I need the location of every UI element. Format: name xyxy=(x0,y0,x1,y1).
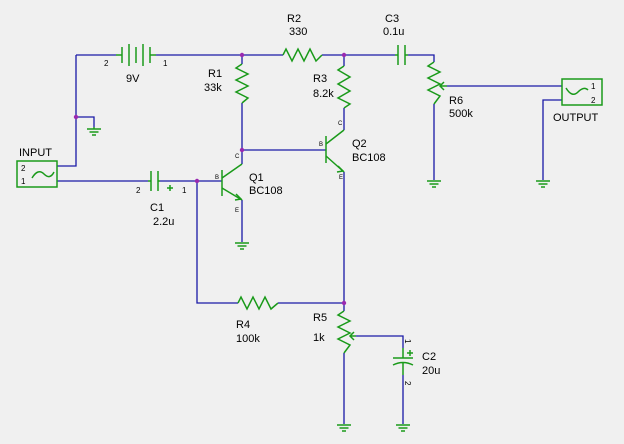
c1-ref: C1 xyxy=(150,202,164,214)
capacitor-c2[interactable]: 1 2 C2 20u xyxy=(392,339,440,386)
r4-value: 100k xyxy=(236,333,260,345)
q2-value: BC108 xyxy=(352,152,386,164)
battery-pin-2: 2 xyxy=(104,59,109,68)
r1-value: 33k xyxy=(204,82,222,94)
junction-dot xyxy=(341,52,347,58)
r5-ref: R5 xyxy=(313,312,327,324)
q1-pin-c: C xyxy=(235,154,240,160)
ground-icon xyxy=(396,424,410,432)
c1-pin-1: 1 xyxy=(182,186,187,195)
transistor-q1[interactable]: B C E Q1 BC108 xyxy=(215,154,283,214)
wire xyxy=(542,99,562,180)
input-pin-2: 2 xyxy=(21,164,26,173)
resistor-r3[interactable]: R3 8.2k xyxy=(313,65,352,109)
wire xyxy=(76,116,95,127)
c3-ref: C3 xyxy=(385,13,399,25)
output-label: OUTPUT xyxy=(553,112,599,124)
c2-pin-2: 2 xyxy=(403,381,412,386)
ground-icon xyxy=(235,242,249,250)
q1-ref: Q1 xyxy=(249,172,264,184)
q1-pin-e: E xyxy=(235,208,239,214)
c3-value: 0.1u xyxy=(383,26,404,38)
c1-pin-2: 2 xyxy=(136,186,141,195)
ground-icon xyxy=(536,180,550,188)
input-label: INPUT xyxy=(19,147,52,159)
input-connector[interactable]: INPUT 2 1 xyxy=(16,147,58,188)
resistor-r4[interactable]: R4 100k xyxy=(236,295,279,345)
battery-label: 9V xyxy=(126,73,140,85)
ground-icon xyxy=(87,127,101,136)
junction-dot xyxy=(239,52,245,58)
r6-ref: R6 xyxy=(449,95,463,107)
junction-dot xyxy=(341,300,347,306)
ground-icon xyxy=(337,424,351,432)
junctions xyxy=(73,52,347,306)
q1-pin-b: B xyxy=(215,175,219,181)
resistor-r2[interactable]: R2 330 xyxy=(282,13,323,63)
output-connector[interactable]: OUTPUT 1 2 xyxy=(553,78,603,124)
ground-symbols xyxy=(87,127,550,432)
wire xyxy=(356,335,404,348)
output-pin-2: 2 xyxy=(591,96,596,105)
q2-pin-e: E xyxy=(339,175,343,181)
r2-value: 330 xyxy=(289,26,307,38)
q1-value: BC108 xyxy=(249,185,283,197)
c2-pin-1: 1 xyxy=(403,339,412,344)
junction-dot xyxy=(73,114,79,120)
q2-pin-c: C xyxy=(338,121,343,127)
c2-ref: C2 xyxy=(422,351,436,363)
q2-ref: Q2 xyxy=(352,138,367,150)
ground-icon xyxy=(427,180,441,188)
c1-value: 2.2u xyxy=(153,216,174,228)
r4-ref: R4 xyxy=(236,319,250,331)
c2-value: 20u xyxy=(422,365,440,377)
wires xyxy=(57,54,562,424)
junction-dot xyxy=(194,178,200,184)
battery[interactable]: 2 1 9V xyxy=(104,44,168,85)
r2-ref: R2 xyxy=(287,13,301,25)
potentiometer-r6[interactable]: R6 500k xyxy=(426,61,473,120)
r5-value: 1k xyxy=(313,332,325,344)
battery-pin-1: 1 xyxy=(163,59,168,68)
r3-ref: R3 xyxy=(313,73,327,85)
transistor-q2[interactable]: B C E Q2 BC108 xyxy=(319,121,386,181)
wire xyxy=(196,181,238,304)
wire xyxy=(408,54,435,62)
junction-dot xyxy=(239,147,245,153)
potentiometer-r5[interactable]: R5 1k xyxy=(313,310,356,354)
capacitor-c3[interactable]: C3 0.1u xyxy=(383,13,408,65)
q2-pin-b: B xyxy=(319,142,323,148)
r1-ref: R1 xyxy=(208,68,222,80)
input-pin-1: 1 xyxy=(21,177,26,186)
resistor-r1[interactable]: R1 33k xyxy=(204,63,250,104)
wire xyxy=(57,117,77,167)
r6-value: 500k xyxy=(449,108,473,120)
output-pin-1: 1 xyxy=(591,82,596,91)
capacitor-c1[interactable]: 2 1 C1 2.2u xyxy=(136,171,187,228)
r3-value: 8.2k xyxy=(313,88,334,100)
